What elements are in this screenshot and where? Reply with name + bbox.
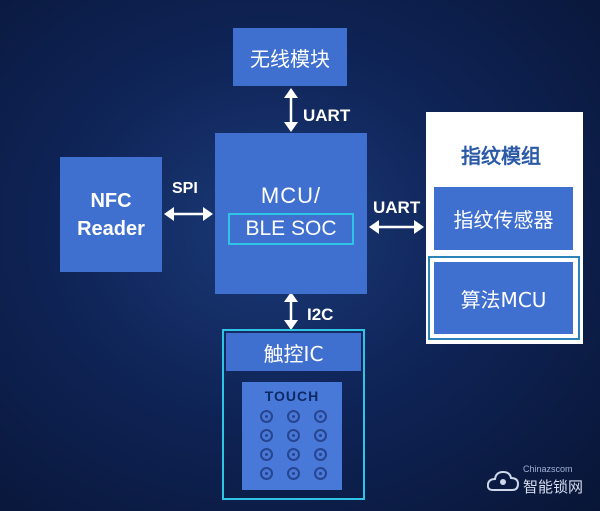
watermark-logo: Chinazscom 智能锁网 [487, 462, 597, 502]
i2c-label: I2C [307, 305, 334, 324]
touch-key [260, 467, 273, 480]
touch-key [314, 467, 327, 480]
wireless-module-label: 无线模块 [250, 46, 330, 71]
fingerprint-sensor-label: 指纹传感器 [453, 208, 554, 232]
watermark-site: Chinazscom [523, 464, 573, 474]
fingerprint-sensor-block: 指纹传感器 [434, 187, 573, 250]
nfc-reader-line1: NFC [90, 189, 132, 212]
algorithm-mcu-frame [428, 256, 580, 340]
ble-soc-frame: BLE SOC [228, 213, 354, 245]
touch-key [314, 410, 327, 423]
touch-ic-label: 触控IC [263, 341, 324, 366]
nfc-reader-block: NFC Reader [60, 157, 162, 272]
nfc-reader-line2: Reader [77, 217, 145, 240]
touch-pad-label: TOUCH [264, 388, 320, 404]
mcu-label: MCU/ [260, 183, 322, 208]
wireless-module-block: 无线模块 [233, 28, 347, 86]
touch-key [287, 410, 300, 423]
touch-key [287, 467, 300, 480]
fingerprint-module-title: 指纹模组 [461, 144, 541, 168]
watermark-name: 智能锁网 [523, 478, 584, 496]
touch-key [260, 410, 273, 423]
uart-label-right: UART [373, 198, 421, 217]
algorithm-mcu-label: 算法MCU [460, 287, 547, 312]
touch-key [314, 448, 327, 461]
watermark-cloud-icon [487, 470, 519, 491]
touch-ic-frame [222, 329, 365, 500]
touch-ic-block: 触控IC [226, 333, 361, 371]
mcu-ble-soc-block: MCU/ BLE SOC [215, 133, 367, 294]
touch-key [314, 429, 327, 442]
touch-key [260, 448, 273, 461]
touch-key [287, 429, 300, 442]
touch-key [287, 448, 300, 461]
spi-label: SPI [172, 180, 198, 197]
uart-label-top: UART [303, 106, 351, 125]
algorithm-mcu-block: 算法MCU [434, 262, 573, 334]
ble-soc-label: BLE SOC [245, 217, 337, 240]
touch-key [260, 429, 273, 442]
touch-keypad: TOUCH [242, 382, 342, 490]
